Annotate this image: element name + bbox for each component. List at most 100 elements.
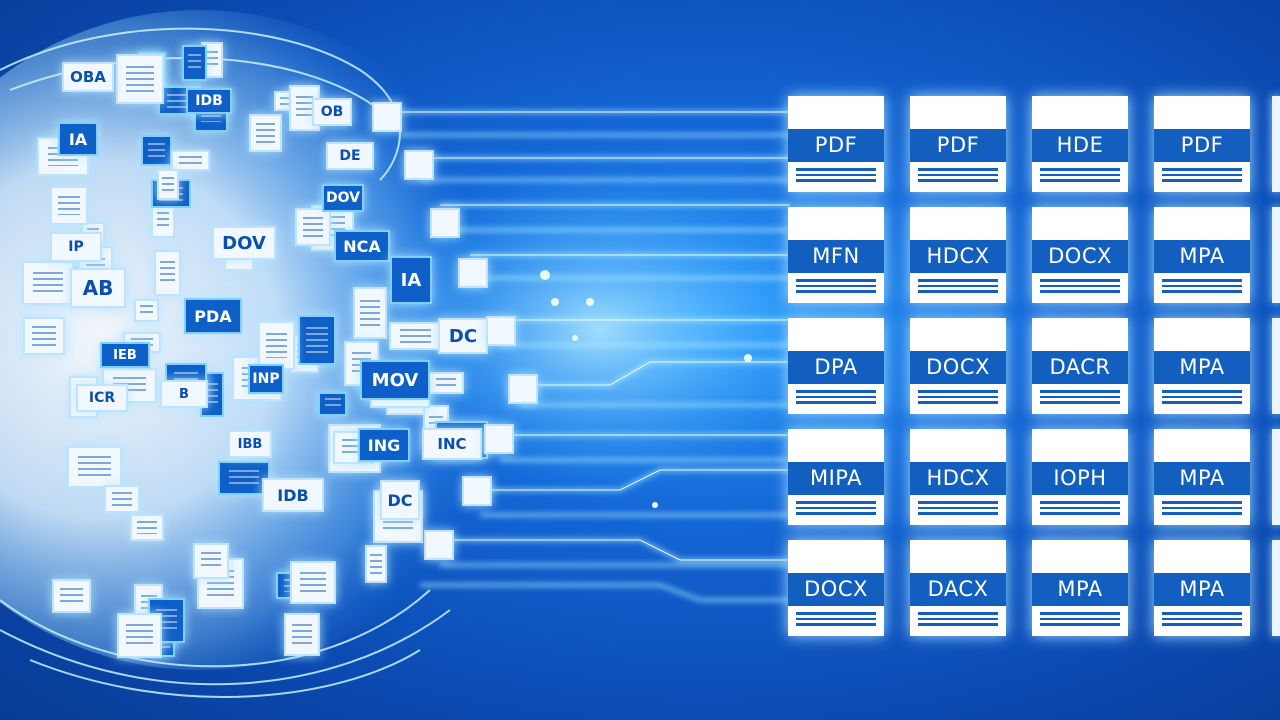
file-lines-icon [1162,279,1242,293]
file-card: MPA [1032,540,1128,636]
file-type-label: DOCX [788,573,884,606]
cloud-file-label: AB [70,268,126,308]
stream-node-icon [458,258,488,288]
streaming-lines-core [400,111,790,561]
cloud-file-label: MOV [360,360,430,400]
document-icon [318,392,347,416]
cloud-file-label: IEB [100,342,150,368]
file-cloud: OBAIDBOBIAABDOVNCAIPIEBDEIOEPDAICRINPBIB… [0,0,538,720]
file-card: DOCX [788,540,884,636]
edge-file-tile [1272,207,1280,303]
file-card: IOPH [1032,429,1128,525]
document-icon [116,54,164,104]
document-icon [171,150,210,171]
file-type-label: IOPH [1032,462,1128,495]
document-icon [141,135,172,166]
document-icon [23,317,65,355]
edge-file-tile [1272,318,1280,414]
cloud-file-label: NCA [334,230,390,262]
document-icon [157,169,179,200]
stream-node-icon [430,208,460,238]
file-card: MFN [788,207,884,303]
file-card: DOCX [1032,207,1128,303]
cloud-file-label: OBA [62,62,114,92]
file-type-label: PDF [910,129,1006,162]
file-lines-icon [1162,501,1242,515]
file-card: MPA [1154,429,1250,525]
file-card: HDE [1032,96,1128,192]
sparkles [540,270,752,508]
cloud-file-label: ICR [76,384,128,412]
document-icon [104,485,140,513]
cloud-file-label: DE [326,142,374,170]
file-type-label: MPA [1154,573,1250,606]
document-icon [298,315,336,365]
cloud-file-label: B [160,380,208,408]
file-lines-icon [1040,501,1120,515]
file-lines-icon [918,501,998,515]
file-lines-icon [1040,390,1120,404]
cloud-file-label: DC [438,318,488,354]
cloud-file-label: PDA [184,298,242,334]
document-icon [52,579,91,613]
document-icon [258,321,295,370]
cloud-file-label: OB [312,98,352,126]
document-icon [50,186,88,225]
file-type-label: DOCX [910,351,1006,384]
edge-file-tile [1272,429,1280,525]
file-lines-icon [796,501,876,515]
stream-node-icon [404,150,434,180]
file-card: DACX [910,540,1006,636]
stream-node-icon [462,476,492,506]
file-lines-icon [796,612,876,626]
document-icon [428,372,464,394]
edge-file-tile [1272,540,1280,636]
file-type-label: MPA [1032,573,1128,606]
document-icon [389,322,442,350]
document-icon [193,543,229,579]
file-card: MPA [1154,207,1250,303]
file-type-label: HDCX [910,462,1006,495]
file-lines-icon [918,279,998,293]
document-icon [182,45,207,81]
file-lines-icon [918,390,998,404]
file-card: PDF [910,96,1006,192]
file-type-label: MPA [1154,240,1250,273]
document-icon [295,208,331,246]
document-icon [154,250,181,296]
file-card: HDCX [910,429,1006,525]
document-icon [130,514,164,541]
file-card: MPA [1154,540,1250,636]
cloud-file-label: IA [390,256,432,304]
file-lines-icon [918,612,998,626]
cloud-file-label: IDB [186,88,232,114]
file-type-label: DACR [1032,351,1128,384]
file-card: DPA [788,318,884,414]
document-icon [67,446,122,488]
file-lines-icon [1040,279,1120,293]
cloud-file-label: ING [358,428,410,462]
cloud-file-label: IP [50,232,102,262]
file-type-grid: PDF PDF HDE PDF MFN HDCX DOCX MPA DPA DOCX DACR MPA… [788,96,1250,636]
file-type-label: PDF [788,129,884,162]
stream-node-icon [484,424,514,454]
file-type-label: MPA [1154,462,1250,495]
document-icon [117,613,162,658]
file-lines-icon [1040,612,1120,626]
file-card: MIPA [788,429,884,525]
cloud-file-label: IBB [228,430,272,458]
file-type-label: HDE [1032,129,1128,162]
file-card: DACR [1032,318,1128,414]
file-type-label: HDCX [910,240,1006,273]
stream-node-icon [486,316,516,346]
file-card: PDF [788,96,884,192]
file-lines-icon [796,390,876,404]
cloud-file-label: INC [422,428,482,460]
cloud-file-label: IA [58,122,98,156]
stream-node-icon [372,102,402,132]
file-type-label: MFN [788,240,884,273]
document-icon [134,299,159,322]
document-icon [365,545,387,583]
file-type-label: PDF [1154,129,1250,162]
file-lines-icon [1162,612,1242,626]
